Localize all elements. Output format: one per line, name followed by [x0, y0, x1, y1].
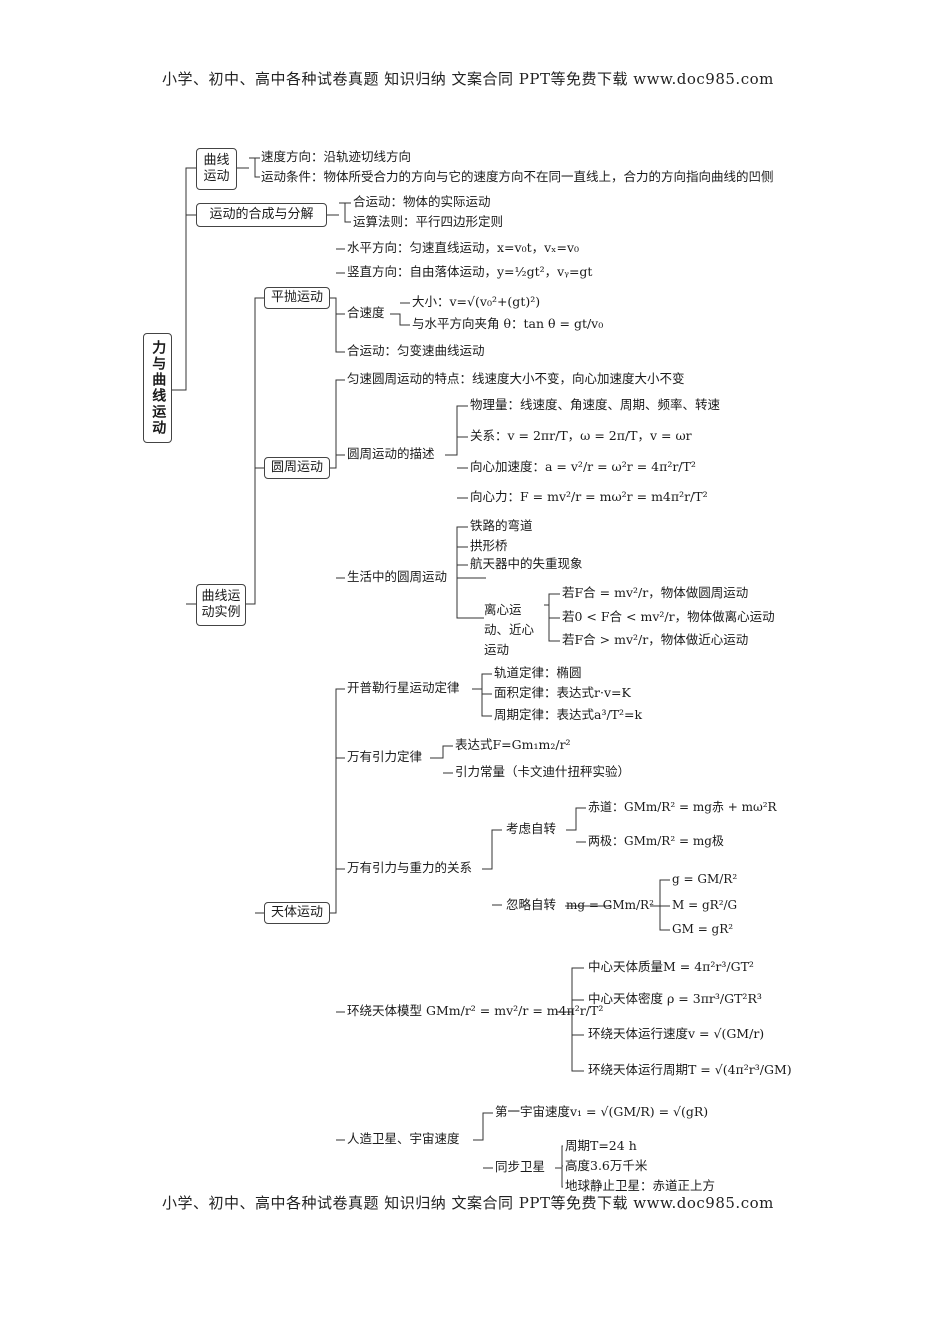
yuanzhou-ruo3: 若F合 > mv²/r，物体做近心运动 [562, 632, 749, 647]
yuanzhou-gongxingqiao: 拱形桥 [470, 538, 508, 553]
tianti-changliang: 引力常量（卡文迪什扭秤实验） [455, 764, 631, 779]
yuanzhou-ruo2: 若0 < F合 < mv²/r，物体做离心运动 [562, 609, 775, 624]
node-quxian-yundong: 曲线运动 [196, 148, 237, 190]
yuanzhou-xiangxinli: 向心力：F = mv²/r = mω²r = m4π²r/T² [470, 489, 708, 504]
tianti-jingzhi: 地球静止卫星：赤道正上方 [565, 1178, 716, 1193]
node-pingpao: 平抛运动 [264, 287, 330, 309]
yuanzhou-tielu: 铁路的弯道 [470, 518, 533, 533]
yuanzhou-tedian: 匀速圆周运动的特点：线速度大小不变，向心加速度大小不变 [347, 371, 685, 386]
tianti-chidao: 赤道：GMm/R² = mg赤 + mω²R [588, 800, 777, 814]
tianti-zhouqi2: 环绕天体运行周期T = √(4π²r³/GM) [588, 1062, 792, 1077]
tianti-zhouqi: 周期定律：表达式a³/T²=k [494, 707, 643, 722]
tianti-kaolv: 考虑自转 [506, 821, 557, 836]
tianti-sudu: 环绕天体运行速度v = √(GM/r) [588, 1026, 765, 1041]
yuanzhou-miaoshu: 圆周运动的描述 [347, 446, 435, 461]
pingpao-daxiao: 大小：v=√(v₀²+(gt)²) [412, 294, 541, 309]
hecheng-item-2: 运算法则：平行四边形定则 [353, 214, 504, 229]
yuanzhou-jiasudu: 向心加速度：a = v²/r = ω²r = 4π²r/T² [470, 459, 696, 474]
tianti-zq24: 周期T=24 h [565, 1138, 637, 1153]
tianti-M-eq: M = gR²/G [672, 898, 738, 912]
tianti-g-eq: g = GM/R² [672, 872, 738, 886]
tianti-hulue-eq: mg = GMm/R² [566, 898, 654, 912]
quxian-item-2: 运动条件：物体所受合力的方向与它的速度方向不在同一直线上，合力的方向指向曲线的凹… [261, 169, 774, 184]
tianti-wanyou: 万有引力定律 [347, 749, 423, 764]
pingpao-hesudu: 合速度 [347, 305, 385, 320]
tianti-renzao: 人造卫星、宇宙速度 [347, 1131, 460, 1146]
node-tianti: 天体运动 [264, 902, 330, 924]
tianti-liangji: 两极：GMm/R² = mg极 [588, 834, 724, 848]
tianti-tongbu: 同步卫星 [495, 1159, 546, 1174]
tianti-zhiliang: 中心天体质量M = 4π²r³/GT² [588, 959, 754, 974]
root-node: 力与曲线运动 [143, 333, 172, 443]
tianti-GM-eq: GM = gR² [672, 922, 734, 936]
quxian-item-1: 速度方向：沿轨迹切线方向 [261, 149, 412, 164]
tianti-biaodashi: 表达式F=Gm₁m₂/r² [455, 737, 571, 752]
yuanzhou-guanxi: 关系：v = 2πr/T，ω = 2π/T，v = ωr [470, 428, 692, 443]
tianti-midu: 中心天体密度 ρ = 3πr³/GT²R³ [588, 991, 762, 1006]
pingpao-shuiping: 水平方向：匀速直线运动，x=v₀t，vₓ=v₀ [347, 240, 580, 255]
node-yuanzhou: 圆周运动 [264, 457, 330, 479]
pingpao-heyundong: 合运动：匀变速曲线运动 [347, 343, 485, 358]
yuanzhou-wuliliang: 物理量：线速度、角速度、周期、频率、转速 [470, 397, 721, 412]
yuanzhou-shenghuo: 生活中的圆周运动 [347, 569, 448, 584]
pingpao-jiajiao: 与水平方向夹角 θ：tan θ = gt/v₀ [412, 316, 604, 331]
tianti-hulue: 忽略自转 [506, 897, 557, 912]
tianti-guidao: 轨道定律：椭圆 [494, 665, 582, 680]
page-header: 小学、初中、高中各种试卷真题 知识归纳 文案合同 PPT等免费下载 www.do… [162, 70, 774, 88]
tianti-zhongli: 万有引力与重力的关系 [347, 860, 473, 875]
hecheng-item-1: 合运动：物体的实际运动 [353, 194, 491, 209]
yuanzhou-ruo1: 若F合 = mv²/r，物体做圆周运动 [562, 585, 749, 600]
yuanzhou-hangtian: 航天器中的失重现象 [470, 556, 583, 571]
tianti-gaodu: 高度3.6万千米 [565, 1158, 648, 1173]
pingpao-shuzhi: 竖直方向：自由落体运动，y=½gt²，vᵧ=gt [347, 264, 593, 279]
tianti-mianji: 面积定律：表达式r·v=K [494, 685, 631, 700]
tianti-huanrao: 环绕天体模型 GMm/r² = mv²/r = m4π²r/T² [347, 1003, 604, 1018]
page-footer: 小学、初中、高中各种试卷真题 知识归纳 文案合同 PPT等免费下载 www.do… [162, 1194, 774, 1212]
tianti-diyi: 第一宇宙速度v₁ = √(GM/R) = √(gR) [495, 1104, 709, 1119]
yuanzhou-lixin: 离心运动、近心运动 [484, 602, 535, 657]
node-quxian-shili: 曲线运动实例 [196, 584, 246, 626]
tianti-kaipule: 开普勒行星运动定律 [347, 680, 460, 695]
node-hecheng-fenjie: 运动的合成与分解 [196, 203, 327, 227]
